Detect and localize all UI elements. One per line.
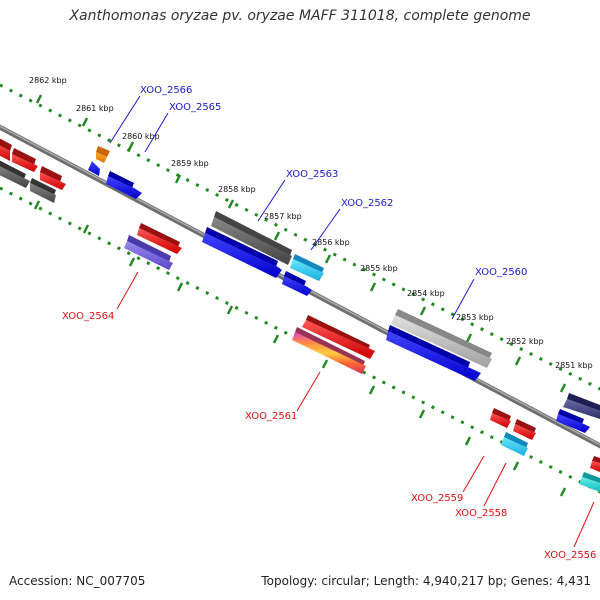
gene-blue-forward-3[interactable]	[282, 271, 312, 296]
gene-blue-forward-4[interactable]	[386, 325, 481, 381]
tick-label: 2852 kbp	[506, 337, 544, 346]
gene-xoo-2563[interactable]	[211, 211, 292, 265]
gene-navy-right[interactable]	[563, 393, 600, 419]
tick-label: 2857 kbp	[264, 212, 302, 221]
gene-xoo-2559[interactable]	[490, 408, 511, 428]
reverse-gene-labels: XOO_2564 XOO_2561 XOO_2559 XOO_2558 XOO_…	[62, 311, 596, 561]
tick-label: 2854 kbp	[407, 289, 445, 298]
gene-red-reverse-1[interactable]	[137, 223, 182, 254]
kbp-labels: 2862 kbp 2861 kbp 2860 kbp 2859 kbp 2858…	[29, 76, 593, 370]
tick-label: 2856 kbp	[312, 238, 350, 247]
topology-text: Topology: circular; Length: 4,940,217 bp…	[261, 574, 591, 588]
gene-red-reverse-right[interactable]	[590, 456, 600, 472]
gene-red-arrow-left-1[interactable]	[0, 136, 12, 161]
gene-blue-forward-5[interactable]	[556, 409, 590, 433]
forward-gene-labels: XOO_2566 XOO_2565 XOO_2563 XOO_2562 XOO_…	[140, 85, 527, 278]
gene-label-xoo-2556[interactable]: XOO_2556	[544, 550, 596, 561]
gene-red-reverse-2[interactable]	[302, 315, 375, 359]
gene-xoo-2558[interactable]	[501, 432, 528, 456]
gene-red-reverse-3[interactable]	[513, 419, 536, 440]
gene-blue-forward-2[interactable]	[202, 227, 282, 278]
forward-leader-lines	[109, 95, 475, 320]
gene-label-xoo-2559[interactable]: XOO_2559	[411, 493, 463, 504]
gene-gray-left-1[interactable]	[0, 158, 30, 188]
gene-xoo-2566[interactable]	[96, 146, 110, 163]
gene-label-xoo-2563[interactable]: XOO_2563	[286, 169, 338, 180]
gene-label-xoo-2562[interactable]: XOO_2562	[341, 198, 393, 209]
tick-label: 2851 kbp	[555, 361, 593, 370]
outer-major-ticks	[35, 94, 567, 393]
gene-xoo-2560[interactable]	[391, 309, 492, 368]
tick-label: 2861 kbp	[76, 104, 114, 113]
gene-label-xoo-2564[interactable]: XOO_2564	[62, 311, 114, 322]
gene-label-xoo-2566[interactable]: XOO_2566	[140, 85, 192, 96]
tick-label: 2860 kbp	[122, 132, 160, 141]
tick-label: 2862 kbp	[29, 76, 67, 85]
accession-text: Accession: NC_007705	[9, 574, 146, 588]
gene-label-xoo-2558[interactable]: XOO_2558	[455, 508, 507, 519]
gene-gray-left-2[interactable]	[30, 178, 56, 203]
gene-label-xoo-2560[interactable]: XOO_2560	[475, 267, 527, 278]
gene-red-arrow-left-3[interactable]	[40, 166, 66, 190]
gene-label-xoo-2565[interactable]: XOO_2565	[169, 102, 221, 113]
inner-major-ticks	[33, 200, 567, 497]
gene-label-xoo-2561[interactable]: XOO_2561	[245, 411, 297, 422]
genome-title: Xanthomonas oryzae pv. oryzae MAFF 31101…	[69, 8, 531, 24]
gene-xoo-2561[interactable]	[292, 327, 366, 374]
tick-label: 2859 kbp	[171, 159, 209, 168]
gene-red-arrow-left-2[interactable]	[12, 148, 38, 172]
gene-xoo-2565[interactable]	[88, 161, 100, 176]
gene-blue-forward-1[interactable]	[106, 171, 142, 199]
tick-label: 2855 kbp	[360, 264, 398, 273]
gene-xoo-2564[interactable]	[124, 235, 173, 270]
gene-xoo-2556[interactable]	[579, 472, 600, 492]
gene-xoo-2562[interactable]	[290, 254, 324, 281]
tick-label: 2858 kbp	[218, 185, 256, 194]
tick-label: 2853 kbp	[456, 313, 494, 322]
reverse-leader-lines	[116, 271, 595, 548]
outer-dotted-track	[0, 83, 600, 391]
